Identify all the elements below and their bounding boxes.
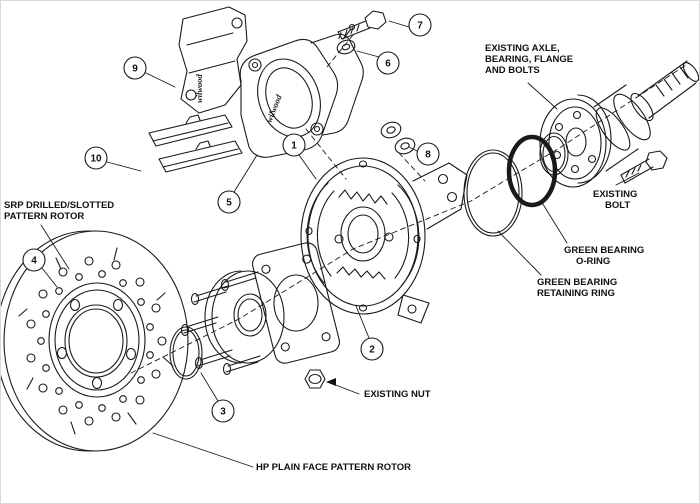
existing-bolt-drawing <box>620 150 668 184</box>
hub-with-studs-drawing <box>180 270 285 376</box>
assembly-axis-dashed-lines <box>130 34 690 374</box>
bracket-brand-text: wilwood <box>194 73 204 103</box>
callout-5-number: 5 <box>226 198 232 209</box>
callout-2: 2 <box>360 337 384 361</box>
callout-6-number: 6 <box>385 59 391 70</box>
callout-6: 6 <box>376 51 400 75</box>
backing-plate-drawing <box>300 157 468 324</box>
callout-9-number: 9 <box>132 64 138 75</box>
callout-3: 3 <box>211 399 235 423</box>
callout-leader-lines <box>41 20 418 402</box>
label-existing-axle-line-3: AND BOLTS <box>485 65 540 76</box>
label-existing-nut: EXISTING NUT <box>364 389 431 400</box>
callout-8-number: 8 <box>425 150 431 161</box>
callout-2-number: 2 <box>369 345 375 356</box>
label-green-oring-line-1: GREEN BEARING <box>564 245 644 256</box>
label-existing-axle-line-1: EXISTING AXLE, <box>485 43 560 54</box>
callout-7: 7 <box>408 13 432 37</box>
callout-4: 4 <box>22 248 46 272</box>
label-green-oring-line-2: O-RING <box>576 256 610 267</box>
callout-10: 10 <box>84 146 108 170</box>
washer-drawing <box>336 39 356 55</box>
callout-3-number: 3 <box>220 407 226 418</box>
label-hp-rotor: HP PLAIN FACE PATTERN ROTOR <box>256 462 411 473</box>
label-leader-lines <box>40 82 640 468</box>
existing-nut-drawing <box>304 369 326 389</box>
label-green-retaining-line-2: RETAINING RING <box>537 288 615 299</box>
retainer-plate-drawing <box>252 242 340 364</box>
nut-leader-arrowhead <box>326 378 336 386</box>
callout-8: 8 <box>416 142 440 166</box>
label-existing-bolt-line-2: BOLT <box>605 200 630 211</box>
callout-5: 5 <box>217 190 241 214</box>
callout-10-number: 10 <box>90 154 102 165</box>
label-existing-bolt-line-1: EXISTING <box>593 189 637 200</box>
label-srp-rotor-line-1: SRP DRILLED/SLOTTED <box>4 200 114 211</box>
callout-4-number: 4 <box>31 256 37 267</box>
callout-7-number: 7 <box>417 21 423 32</box>
retaining-ring-drawing <box>463 149 523 237</box>
label-existing-axle-line-2: BEARING, FLANGE <box>485 54 573 65</box>
washers-pair-drawing <box>380 121 416 155</box>
bearing-ring-drawing <box>539 132 569 176</box>
callout-1-number: 1 <box>291 141 297 152</box>
axle-flange-drawing <box>539 60 699 188</box>
brake-pads-drawing <box>148 114 243 173</box>
srp-rotor-drawing <box>1 230 189 452</box>
text-labels: EXISTING AXLE, BEARING, FLANGE AND BOLTS… <box>4 43 644 473</box>
label-srp-rotor-line-2: PATTERN ROTOR <box>4 211 84 222</box>
callout-1: 1 <box>282 133 306 157</box>
label-green-retaining-line-1: GREEN BEARING <box>537 277 617 288</box>
callout-balloons: 1 2 3 4 5 6 7 8 9 10 <box>22 13 440 423</box>
caliper-drawing <box>239 23 364 158</box>
callout-9: 9 <box>123 56 147 80</box>
caliper-bolt-drawing <box>337 10 387 40</box>
caliper-bracket-drawing <box>178 6 248 114</box>
